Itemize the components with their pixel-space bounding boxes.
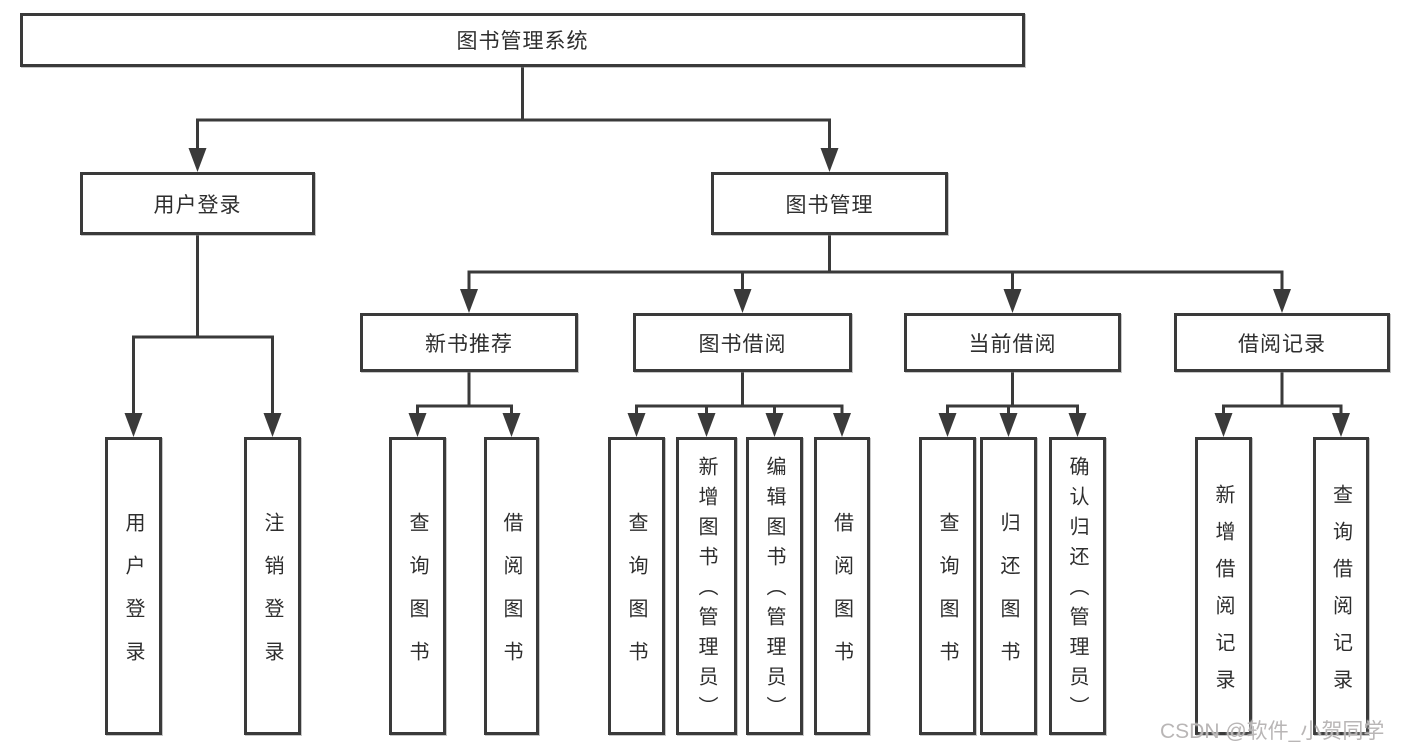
- tree-connector-paths: [132, 65, 1343, 417]
- node-book-mgmt: 图书管理: [711, 172, 948, 235]
- leaf-record-query-record: 查询借阅记录: [1313, 437, 1369, 735]
- node-current-borrow: 当前借阅: [904, 313, 1121, 372]
- leaf-borrow-edit-books-admin: 编辑图书（管理员）: [746, 437, 803, 735]
- leaf-user-login: 用户登录: [105, 437, 162, 735]
- leaf-newrec-borrow-books: 借阅图书: [484, 437, 539, 735]
- node-book-borrow: 图书借阅: [633, 313, 852, 372]
- leaf-record-add-record: 新增借阅记录: [1195, 437, 1252, 735]
- leaf-borrow-add-books-admin: 新增图书（管理员）: [676, 437, 737, 735]
- leaf-borrow-borrow-books: 借阅图书: [814, 437, 870, 735]
- node-root: 图书管理系统: [20, 13, 1025, 67]
- leaf-current-confirm-return-admin: 确认归还（管理员）: [1049, 437, 1106, 735]
- node-borrow-record: 借阅记录: [1174, 313, 1390, 372]
- leaf-current-return-books: 归还图书: [980, 437, 1037, 735]
- leaf-borrow-query-books: 查询图书: [608, 437, 665, 735]
- watermark-text: CSDN @软件_小贺同学: [1160, 720, 1385, 743]
- node-user-login: 用户登录: [80, 172, 315, 235]
- leaf-current-query-books: 查询图书: [919, 437, 976, 735]
- leaf-newrec-query-books: 查询图书: [389, 437, 446, 735]
- leaf-logout: 注销登录: [244, 437, 301, 735]
- node-new-book-rec: 新书推荐: [360, 313, 578, 372]
